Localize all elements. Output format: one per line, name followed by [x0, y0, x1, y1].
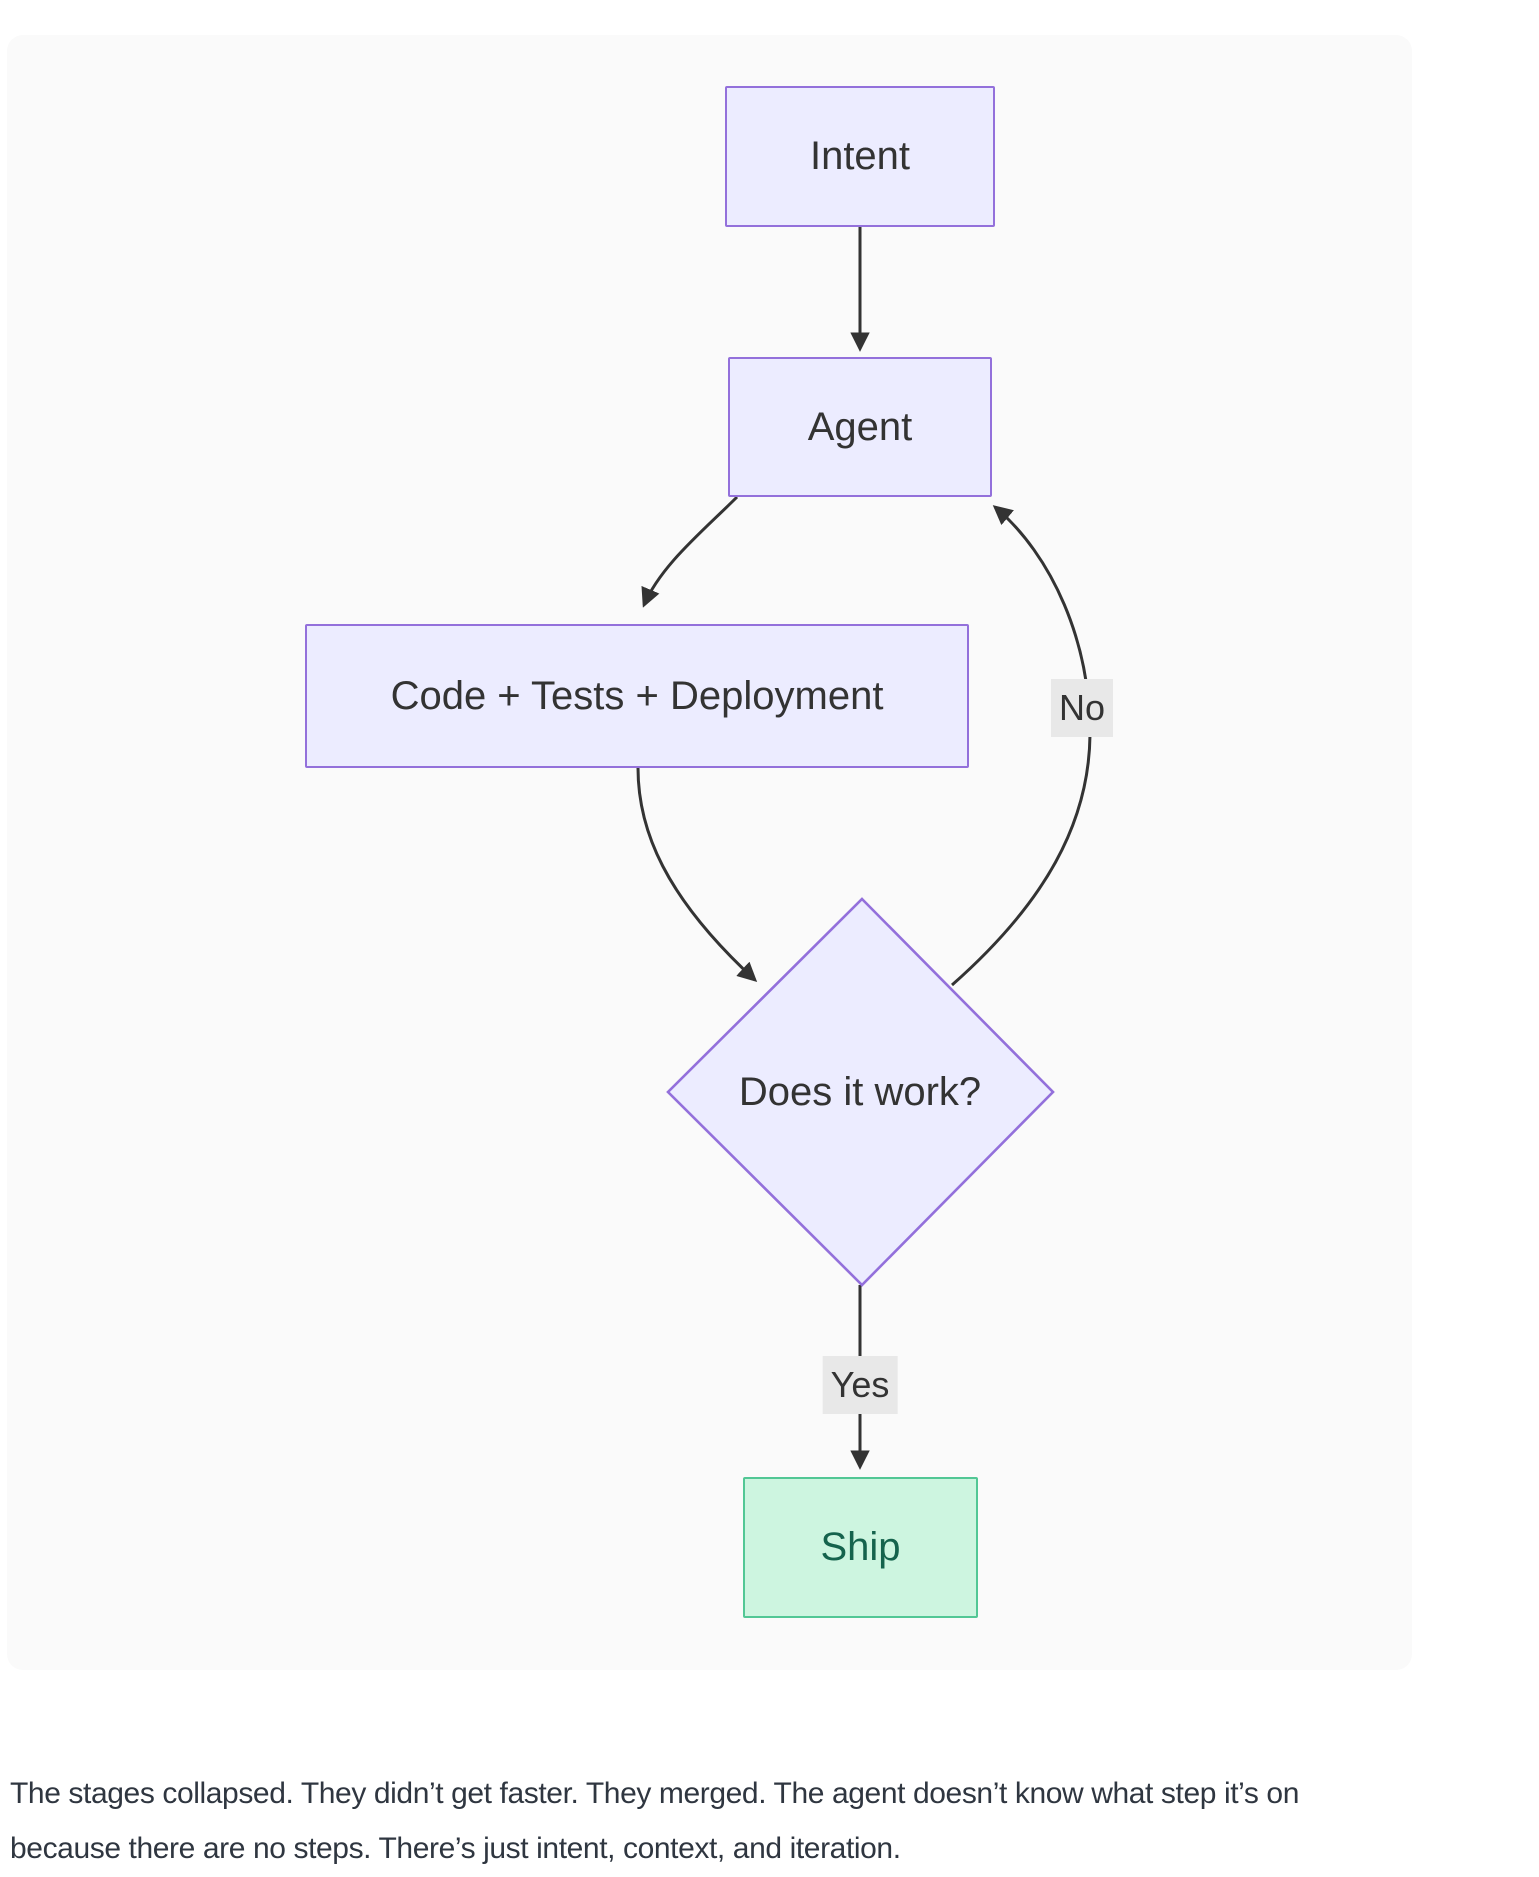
edge-agent-to-code: [641, 495, 739, 608]
edge-label-yes-text: Yes: [830, 1364, 890, 1405]
node-ship: Ship: [743, 1477, 978, 1618]
edge-decision-to-agent-no: [951, 505, 1092, 987]
caption-line-1: The stages collapsed. They didn’t get fa…: [10, 1777, 1299, 1810]
flowchart-edges: [636, 227, 1092, 1470]
caption-paragraph: The stages collapsed. They didn’t get fa…: [10, 1766, 1520, 1876]
node-code-tests-deployment-label: Code + Tests + Deployment: [390, 673, 884, 718]
node-decision: Does it work?: [700, 1061, 1020, 1123]
caption-line-2: because there are no steps. There’s just…: [10, 1832, 901, 1865]
edge-code-to-decision: [636, 767, 758, 982]
node-agent-label: Agent: [807, 404, 913, 449]
node-intent-label: Intent: [809, 134, 911, 178]
flowchart-canvas: Intent Agent Code + Tests + Deployment D…: [7, 35, 1412, 1670]
edge-label-no: No: [1050, 679, 1114, 737]
node-code-tests-deployment: Code + Tests + Deployment: [305, 624, 969, 768]
decision-diamond-shape: [666, 897, 1055, 1287]
edge-label-yes: Yes: [822, 1356, 898, 1414]
node-decision-label: Does it work?: [738, 1069, 982, 1114]
node-agent: Agent: [728, 357, 992, 497]
edge-label-no-text: No: [1058, 687, 1106, 728]
node-ship-label: Ship: [820, 1525, 901, 1569]
node-intent: Intent: [725, 86, 995, 227]
